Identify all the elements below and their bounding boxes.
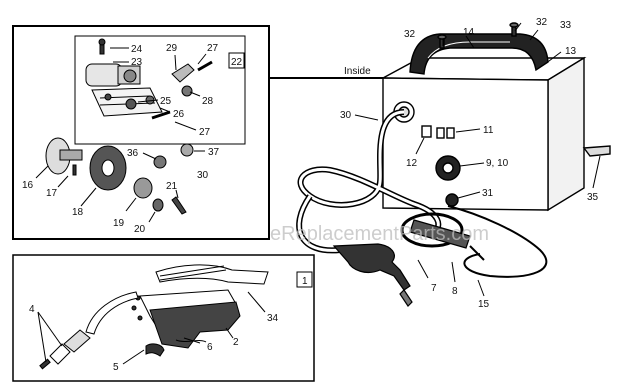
label-27-top: 27 xyxy=(207,43,219,54)
label-13: 13 xyxy=(565,46,577,57)
label-14: 14 xyxy=(463,27,475,38)
label-23: 23 xyxy=(131,57,143,68)
label-30-machine: 30 xyxy=(340,110,352,121)
leaders-machine xyxy=(354,22,601,297)
label-6: 6 xyxy=(207,342,213,353)
label-5: 5 xyxy=(113,362,119,373)
label-20: 20 xyxy=(134,224,146,235)
label-18: 18 xyxy=(72,207,84,218)
label-16: 16 xyxy=(22,180,34,191)
tag-box-1 xyxy=(296,271,313,288)
inset-subbox-22 xyxy=(74,35,246,145)
mig-gun-drawing xyxy=(332,243,413,307)
drive-roll-parts xyxy=(125,60,213,120)
inside-label: Inside xyxy=(344,66,371,77)
spool-parts-drawing xyxy=(45,137,194,215)
label-25: 25 xyxy=(160,96,172,107)
inset-box-gun xyxy=(12,254,315,382)
label-12: 12 xyxy=(406,158,418,169)
label-32-right: 32 xyxy=(536,17,548,28)
label-37: 37 xyxy=(208,147,220,158)
gun-cable-drawing xyxy=(296,109,442,254)
ground-clamp-drawing xyxy=(400,205,548,278)
inset-box-drive xyxy=(12,25,270,240)
tag-22-text: 22 xyxy=(231,57,243,68)
leaders-box2 xyxy=(37,291,266,365)
label-19: 19 xyxy=(113,218,125,229)
label-35: 35 xyxy=(587,192,599,203)
label-11: 11 xyxy=(483,125,494,136)
label-9-10: 9, 10 xyxy=(486,158,509,169)
label-24: 24 xyxy=(131,44,143,55)
watermark: eReplacementParts.com xyxy=(270,223,489,245)
welder-body-drawing xyxy=(380,22,611,212)
label-34: 34 xyxy=(267,313,279,324)
label-21: 21 xyxy=(166,181,178,192)
label-15: 15 xyxy=(478,299,490,310)
label-26: 26 xyxy=(173,109,185,120)
label-17: 17 xyxy=(46,188,58,199)
gun-parts-drawing xyxy=(39,264,269,370)
label-2: 2 xyxy=(233,337,239,348)
label-32-left: 32 xyxy=(404,29,416,40)
tag-1-text: 1 xyxy=(302,276,308,287)
label-27-bottom: 27 xyxy=(199,127,211,138)
leaders-box1 xyxy=(35,47,207,223)
label-33: 33 xyxy=(560,20,572,31)
drive-motor-drawing xyxy=(85,38,163,117)
label-29: 29 xyxy=(166,43,178,54)
tag-box-22 xyxy=(228,52,245,69)
label-31: 31 xyxy=(482,188,494,199)
label-28: 28 xyxy=(202,96,214,107)
label-36: 36 xyxy=(127,148,139,159)
label-8: 8 xyxy=(452,286,458,297)
label-30-box: 30 xyxy=(197,170,209,181)
label-7: 7 xyxy=(431,283,437,294)
label-4: 4 xyxy=(29,304,35,315)
